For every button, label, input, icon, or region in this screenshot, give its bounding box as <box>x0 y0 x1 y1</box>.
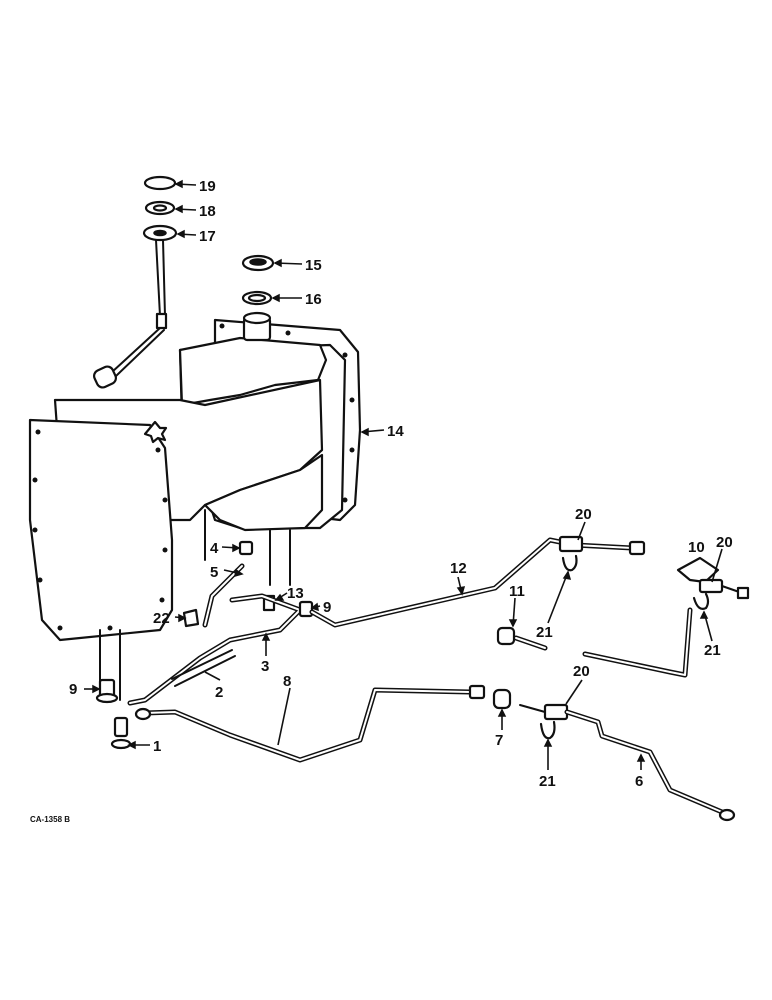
callout-12: 12 <box>450 560 467 577</box>
part-10-bracket <box>676 556 750 600</box>
part-6-fuel-line <box>519 703 736 822</box>
part-12-fuel-line <box>309 535 646 628</box>
part-19-ring <box>143 175 177 191</box>
callout-22: 22 <box>153 610 170 627</box>
part-11-fitting <box>496 607 693 678</box>
callout-9-lower: 9 <box>69 681 77 698</box>
callout-20-lower: 20 <box>573 663 590 680</box>
drawing-code: CA-1358 B <box>30 815 70 824</box>
part-14-fuel-tank <box>28 311 362 701</box>
part-9-elbow-lower <box>95 678 119 704</box>
callout-16: 16 <box>305 291 322 308</box>
part-1-drain-cock <box>110 716 132 750</box>
callout-18: 18 <box>199 203 216 220</box>
part-4-fitting <box>238 540 254 556</box>
part-9-elbow-upper <box>298 600 314 618</box>
callout-21-lower: 21 <box>539 773 556 790</box>
callout-2: 2 <box>215 684 223 701</box>
callout-9-upper: 9 <box>323 599 331 616</box>
callout-21-upper: 21 <box>536 624 553 641</box>
callout-1: 1 <box>153 738 161 755</box>
part-2-hose <box>171 649 236 687</box>
callout-20-right: 20 <box>716 534 733 551</box>
part-15-filler-cap <box>241 254 275 272</box>
callout-labels: 19 18 17 15 16 14 4 5 13 9 22 3 2 9 1 8 … <box>69 178 733 790</box>
callout-20-upper: 20 <box>575 506 592 523</box>
callout-14: 14 <box>387 423 404 440</box>
part-3-fuel-line <box>127 593 303 706</box>
part-22-clip <box>182 608 200 628</box>
callout-8: 8 <box>283 673 291 690</box>
callout-4: 4 <box>210 540 219 557</box>
callout-10: 10 <box>688 539 705 556</box>
callout-17: 17 <box>199 228 216 245</box>
part-5-fuel-line <box>202 563 245 628</box>
callout-13: 13 <box>287 585 304 602</box>
callout-11: 11 <box>509 583 525 600</box>
callout-21-right: 21 <box>704 642 721 659</box>
callout-15: 15 <box>305 257 322 274</box>
part-7-fitting <box>492 688 512 710</box>
callout-19: 19 <box>199 178 216 195</box>
callout-5: 5 <box>210 564 218 581</box>
part-17-fuel-sending-unit <box>93 224 178 389</box>
part-21-clamp-lower <box>539 720 556 740</box>
part-16-cap-gasket <box>241 290 273 306</box>
part-21-clamp-right <box>692 592 710 610</box>
callout-3: 3 <box>261 658 269 675</box>
callout-6: 6 <box>635 773 643 790</box>
leader-lines <box>84 179 723 770</box>
part-21-clamp-upper <box>561 554 578 572</box>
callout-7: 7 <box>495 732 503 749</box>
part-8-fuel-line <box>134 684 486 763</box>
part-18-gasket <box>144 200 176 216</box>
